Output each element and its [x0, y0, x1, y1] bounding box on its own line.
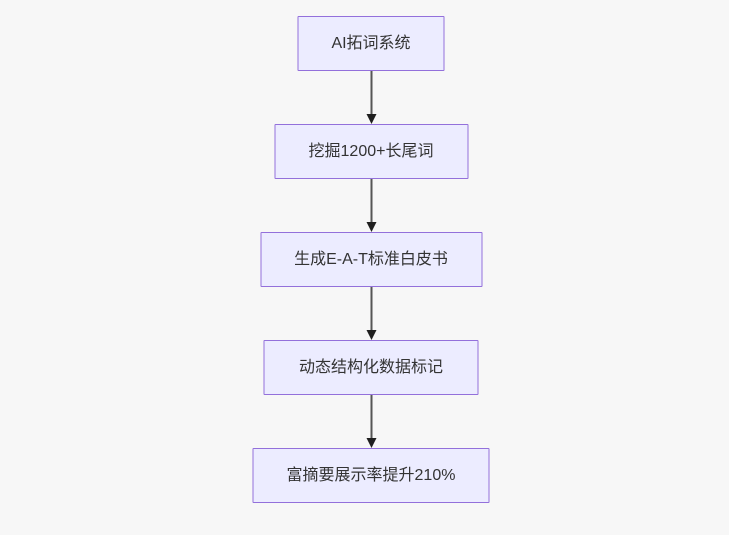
flow-node-ai-word-system: AI拓词系统: [297, 16, 445, 71]
flow-node-label: AI拓词系统: [331, 34, 411, 52]
arrow-down-icon: [366, 222, 376, 232]
flow-node-structured-data-markup: 动态结构化数据标记: [263, 340, 479, 395]
edge-line: [370, 287, 372, 331]
flow-node-label: 挖掘1200+长尾词: [308, 142, 434, 160]
flow-node-rich-snippet-result: 富摘要展示率提升210%: [252, 448, 490, 503]
arrow-down-icon: [366, 330, 376, 340]
flow-edge: [365, 287, 377, 340]
arrow-down-icon: [366, 114, 376, 124]
flow-node-label: 动态结构化数据标记: [298, 358, 443, 376]
arrow-down-icon: [366, 438, 376, 448]
flow-edge: [365, 71, 377, 124]
flowchart: AI拓词系统 挖掘1200+长尾词 生成E-A-T标准白皮书 动态结构化数据标记: [252, 16, 490, 503]
flow-edge: [365, 179, 377, 232]
flow-node-label: 富摘要展示率提升210%: [286, 466, 456, 484]
flow-node-longtail-mining: 挖掘1200+长尾词: [274, 124, 468, 179]
flow-edge: [365, 395, 377, 448]
edge-line: [370, 179, 372, 223]
flow-node-eat-whitepaper: 生成E-A-T标准白皮书: [260, 232, 482, 287]
edge-line: [370, 395, 372, 439]
edge-line: [370, 71, 372, 115]
flow-node-label: 生成E-A-T标准白皮书: [294, 250, 448, 268]
